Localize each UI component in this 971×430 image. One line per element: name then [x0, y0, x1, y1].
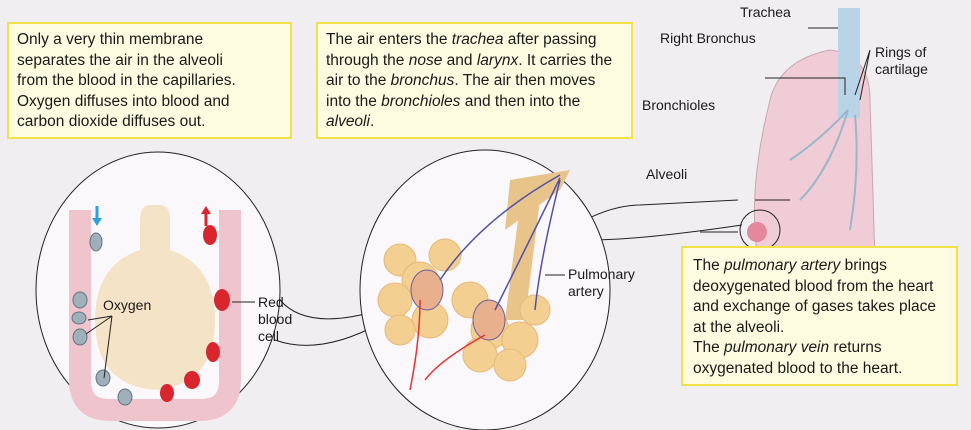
- text: after passing through the: [326, 31, 597, 69]
- text: The: [693, 257, 725, 274]
- term: trachea: [451, 31, 504, 48]
- text-line: carbon dioxide diffuses out.: [17, 113, 206, 130]
- alveolus-capillary-zoom: [35, 151, 281, 429]
- deoxygenated-cells: [71, 232, 133, 406]
- label-alveoli: Alveoli: [646, 166, 688, 182]
- label-pulmonary-artery: Pulmonary artery: [568, 266, 635, 299]
- pulmonary-info-box: The pulmonary artery brings deoxygenated…: [681, 246, 958, 386]
- label-bronchioles: Bronchioles: [642, 97, 716, 113]
- term: bronchus: [390, 72, 455, 89]
- term: pulmonary vein: [724, 339, 830, 356]
- label-rings-of-cartilage: Rings of cartilage: [875, 44, 928, 77]
- text-line: Oxygen diffuses into blood and: [17, 92, 230, 110]
- oxygen-arrows: [85, 315, 113, 379]
- text: brings deoxygenated blood from the heart…: [693, 257, 937, 336]
- text: and then into the: [460, 92, 581, 110]
- term: larynx: [476, 51, 519, 69]
- term: pulmonary artery: [724, 257, 841, 274]
- text-line: Only a very thin membrane: [17, 31, 204, 48]
- membrane-info-box: Only a very thin membrane separates the …: [7, 22, 292, 139]
- text: . The air then moves into the: [326, 72, 596, 110]
- term: bronchioles: [381, 92, 461, 110]
- label-right-bronchus: Right Bronchus: [660, 30, 756, 46]
- text: . It carries the air to the: [326, 51, 613, 90]
- label-red-blood-cell: Red blood cell: [258, 294, 293, 344]
- term: alveoli: [326, 113, 370, 130]
- text: The: [693, 339, 725, 356]
- text: .: [369, 113, 375, 130]
- alveolus-sac: [95, 205, 215, 390]
- text-line: separates the air in the alveoli: [17, 51, 223, 69]
- text: returns oxygenated blood to the heart.: [693, 339, 903, 377]
- label-trachea: Trachea: [740, 4, 791, 20]
- text: and: [442, 51, 477, 69]
- text-line: from the blood in the capillaries.: [17, 72, 236, 89]
- lung-illustration: [700, 8, 876, 279]
- text: The air enters the: [326, 31, 452, 48]
- label-oxygen: Oxygen: [103, 297, 152, 313]
- red-blood-cells: [160, 225, 230, 402]
- capillary-tube: [69, 210, 241, 421]
- term: nose: [408, 51, 443, 69]
- airway-info-box: The air enters the trachea after passing…: [316, 22, 633, 139]
- alveoli-cluster-zoom: [359, 149, 611, 430]
